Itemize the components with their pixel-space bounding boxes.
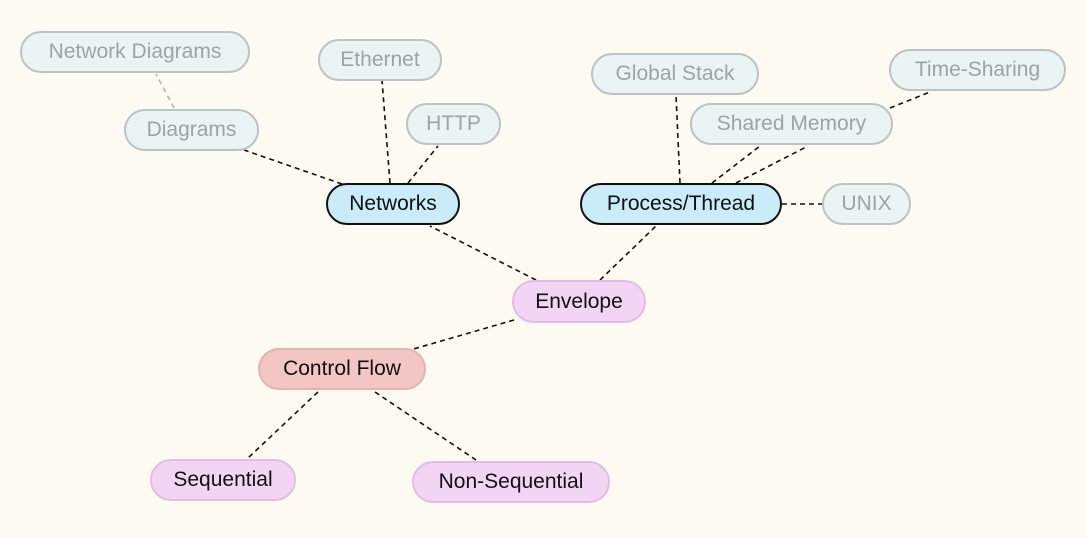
node-control-flow[interactable]: Control Flow bbox=[258, 348, 426, 390]
node-diagrams[interactable]: Diagrams bbox=[124, 109, 259, 151]
node-time-sharing[interactable]: Time-Sharing bbox=[889, 49, 1066, 91]
node-ethernet[interactable]: Ethernet bbox=[318, 39, 442, 81]
edge-control-flow-sequential bbox=[247, 391, 319, 459]
node-http[interactable]: HTTP bbox=[406, 103, 501, 145]
edge-envelope-networks bbox=[429, 225, 537, 281]
edge-networks-http bbox=[407, 145, 439, 184]
edge-process-thread-shared-memory-b bbox=[735, 145, 809, 184]
edge-process-thread-shared-memory-a bbox=[711, 145, 761, 184]
edge-shared-memory-time-sharing bbox=[889, 91, 931, 109]
node-sequential[interactable]: Sequential bbox=[150, 459, 296, 501]
edge-envelope-control-flow bbox=[409, 319, 515, 351]
node-network-diagrams[interactable]: Network Diagrams bbox=[20, 31, 250, 73]
edge-networks-diagrams bbox=[243, 149, 343, 185]
edge-diagrams-network-diagrams bbox=[155, 73, 175, 109]
node-unix[interactable]: UNIX bbox=[822, 183, 911, 225]
edge-process-thread-global-stack bbox=[675, 94, 681, 184]
node-shared-memory[interactable]: Shared Memory bbox=[690, 103, 893, 145]
edge-networks-ethernet bbox=[381, 79, 391, 184]
edge-control-flow-non-sequential bbox=[374, 391, 477, 461]
node-global-stack[interactable]: Global Stack bbox=[591, 53, 759, 95]
node-networks[interactable]: Networks bbox=[326, 183, 460, 225]
node-process-thread[interactable]: Process/Thread bbox=[580, 183, 782, 225]
node-envelope[interactable]: Envelope bbox=[512, 280, 646, 323]
edge-envelope-process-thread bbox=[599, 225, 657, 281]
node-non-sequential[interactable]: Non-Sequential bbox=[412, 461, 610, 503]
